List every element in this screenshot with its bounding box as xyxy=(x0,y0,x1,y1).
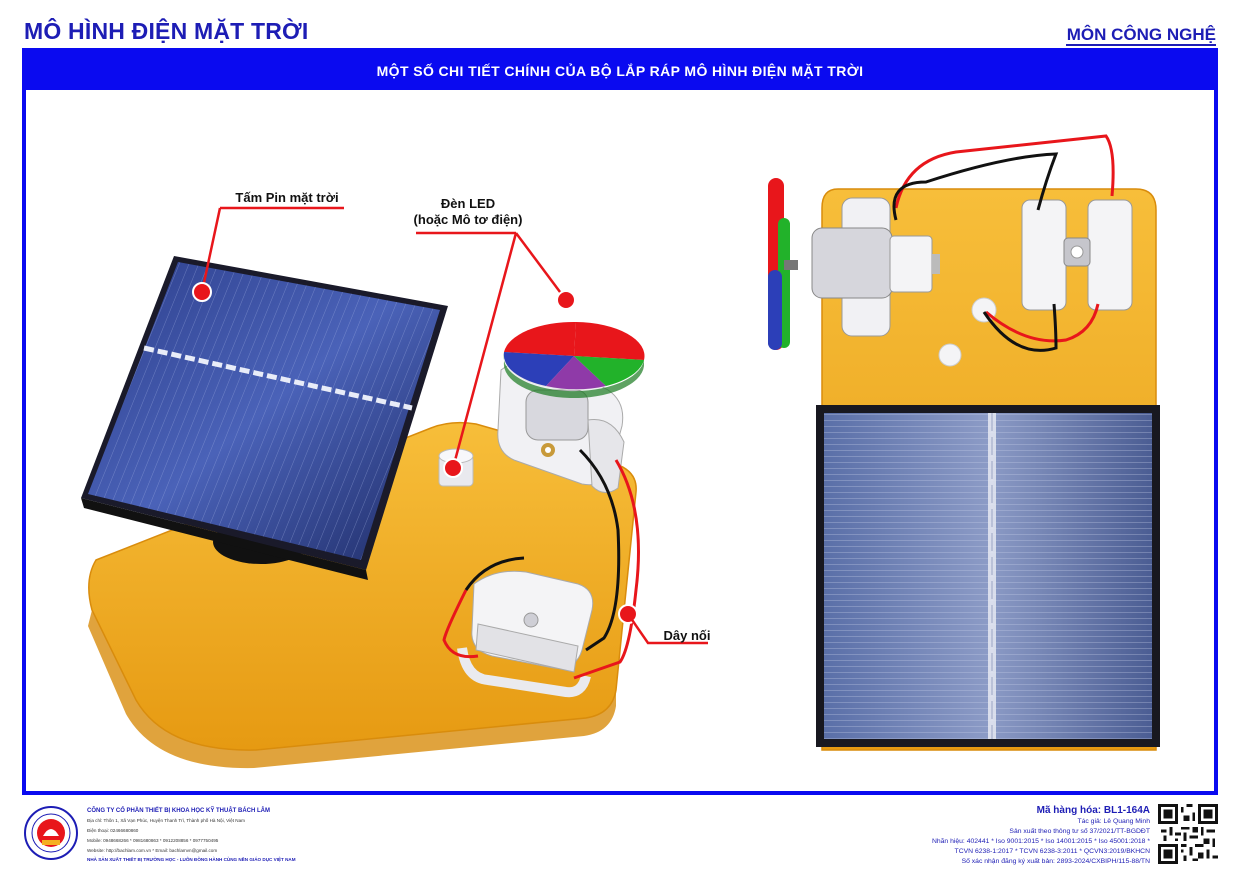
perspective-model xyxy=(81,256,645,769)
subject-tag: MÔN CÔNG NGHỆ xyxy=(1066,25,1216,44)
top-view-model xyxy=(768,134,1160,751)
company-phone: Điện thoại: 02466680860 xyxy=(87,828,139,833)
content-frame: MỘT SỐ CHI TIẾT CHÍNH CỦA BỘ LẮP RÁP MÔ … xyxy=(22,48,1218,795)
callout-wire: Dây nối xyxy=(663,628,711,643)
company-address: Địa chỉ: Thôn 1, Xã Vạn Phúc, Huyện Than… xyxy=(87,818,245,823)
base-plate xyxy=(88,421,637,751)
switch-block xyxy=(457,570,594,698)
callout-solar-panel: Tấm Pin mặt trời xyxy=(235,190,339,205)
product-author: Tác giả: Lê Quang Minh xyxy=(1077,818,1150,825)
callout-led: Đèn LED (hoặc Mô tơ điện) xyxy=(398,196,538,228)
company-web: Website: http://bachlam.com.vn * Email: … xyxy=(87,848,218,853)
product-code: Mã hàng hóa: BL1-164A xyxy=(1036,805,1150,816)
company-logo xyxy=(24,806,78,860)
page-title: MÔ HÌNH ĐIỆN MẶT TRỜI xyxy=(24,18,309,44)
subject-underline xyxy=(1066,44,1216,46)
qr-code xyxy=(1158,804,1218,864)
product-standards-1: Nhãn hiệu: 402441 * Iso 9001:2015 * Iso … xyxy=(931,838,1150,845)
model-illustration xyxy=(81,134,1160,769)
color-wheel xyxy=(503,321,645,399)
callout-led-line2: (hoặc Mô tơ điện) xyxy=(413,212,523,227)
product-circular: Sản xuất theo thông tư số 37/2021/TT-BGD… xyxy=(1009,828,1150,835)
company-name: CÔNG TY CỔ PHẦN THIẾT BỊ KHOA HỌC KỸ THU… xyxy=(87,808,270,814)
company-slogan: NHÀ SẢN XUẤT THIẾT BỊ TRƯỜNG HỌC - LUÔN … xyxy=(87,857,296,862)
solar-panel-3d xyxy=(81,256,448,580)
callout-markers xyxy=(192,206,708,645)
base-edge xyxy=(88,610,616,769)
product-standards-2: TCVN 6238-1:2017 * TCVN 6238-3:2011 * QC… xyxy=(954,848,1150,855)
company-mobile: Mobile: 0948668266 * 0981680863 * 091220… xyxy=(87,838,219,843)
section-banner: MỘT SỐ CHI TIẾT CHÍNH CỦA BỘ LẮP RÁP MÔ … xyxy=(26,52,1214,90)
callout-led-line1: Đèn LED xyxy=(440,196,496,211)
banner-text: MỘT SỐ CHI TIẾT CHÍNH CỦA BỘ LẮP RÁP MÔ … xyxy=(376,63,864,79)
product-publish: Số xác nhận đăng ký xuất bản: 2893-2024/… xyxy=(961,858,1150,865)
